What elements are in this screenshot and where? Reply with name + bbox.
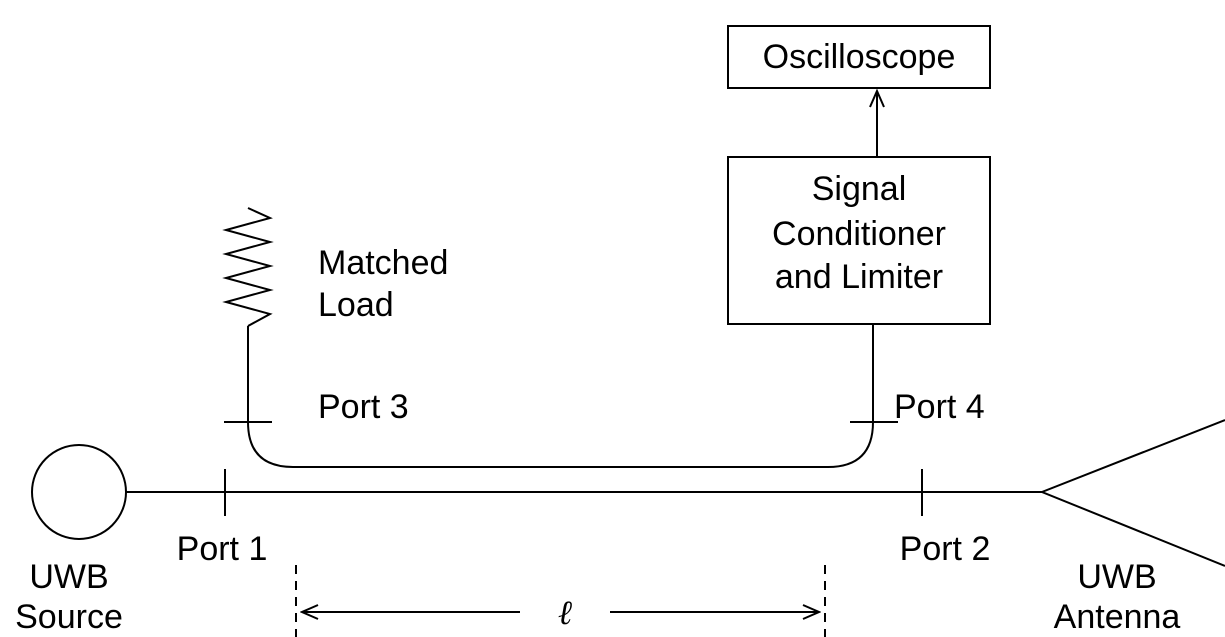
port2-label: Port 2 [900, 530, 991, 568]
oscilloscope-box [727, 25, 991, 89]
uwb-antenna-icon [1039, 419, 1225, 567]
length-symbol: ℓ [558, 593, 572, 633]
port4-label: Port 4 [894, 388, 985, 426]
uwb-source-icon [31, 444, 127, 540]
signal-conditioner-label-line1: Signal [812, 170, 907, 208]
matched-load-label-line2: Load [318, 286, 394, 324]
uwb-source-label-line1: UWB [29, 558, 108, 596]
uwb-antenna-label-line2: Antenna [1054, 598, 1181, 636]
signal-conditioner-label-line3: and Limiter [775, 258, 943, 296]
coupled-line [247, 324, 874, 468]
signal-conditioner-label-line2: Conditioner [772, 215, 946, 253]
oscilloscope-label: Oscilloscope [763, 38, 956, 76]
port3-label: Port 3 [318, 388, 409, 426]
matched-load-resistor-icon [222, 207, 274, 327]
port1-label: Port 1 [177, 530, 268, 568]
signal-conditioner-box [727, 156, 991, 325]
matched-load-label-line1: Matched [318, 244, 448, 282]
uwb-antenna-label-line1: UWB [1077, 558, 1156, 596]
uwb-source-label-line2: Source [15, 598, 123, 636]
